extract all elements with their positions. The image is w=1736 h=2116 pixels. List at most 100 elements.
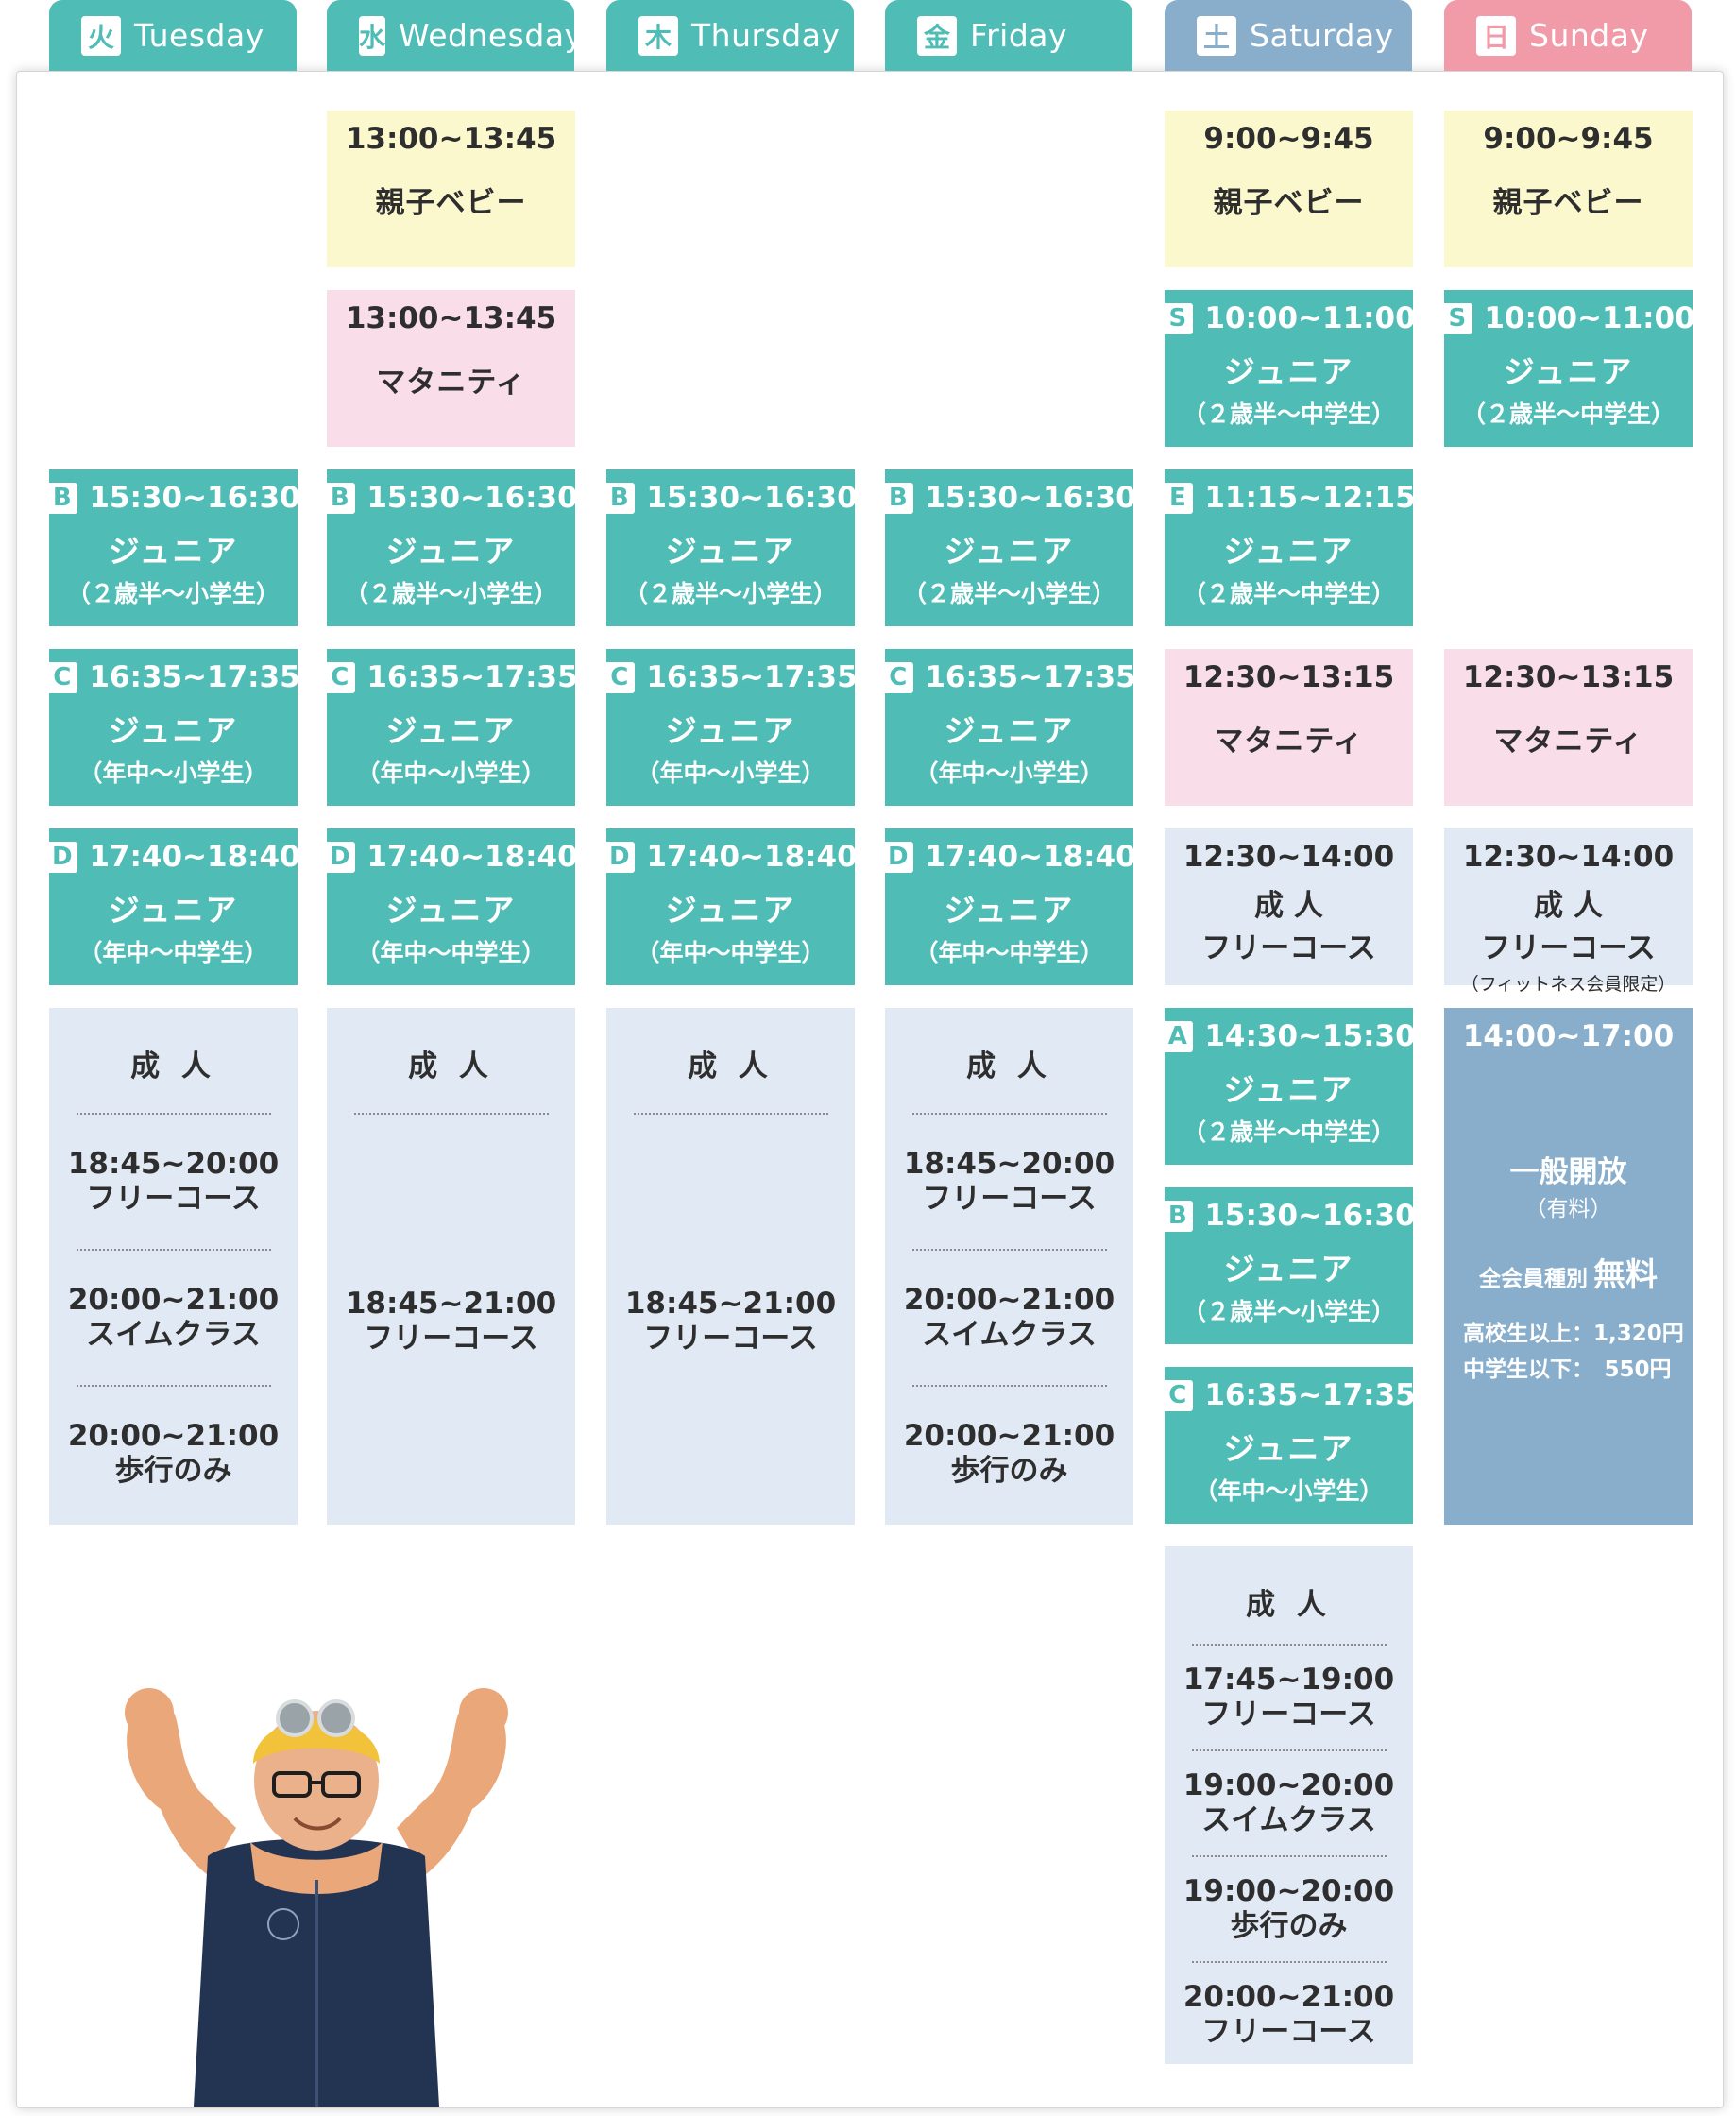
class-time: 12:30~14:00: [1183, 840, 1395, 874]
dotted-divider: [1191, 1644, 1387, 1646]
tab-wednesday: 水 Wednesday: [327, 0, 583, 71]
day-kanji-badge: 金: [917, 15, 957, 56]
class-time: 16:35~17:35: [366, 660, 578, 694]
slot-time: 18:45~20:00: [67, 1147, 280, 1181]
course-letter-badge: E: [1162, 482, 1194, 514]
class-name: ジュニア: [1223, 353, 1354, 390]
class-time: 15:30~16:30: [646, 481, 858, 515]
class-age-range: （年中～小学生）: [1194, 1477, 1384, 1505]
open-swim-title: 一般開放: [1509, 1155, 1627, 1189]
class-age-range: （年中～中学生）: [914, 939, 1104, 966]
course-letter-badge: C: [46, 661, 78, 693]
class-cell-open-swim[interactable]: 14:00~17:00 一般開放 （有料） 全会員種別無料 高校生以上：1,32…: [1444, 1008, 1693, 1525]
slot-name: フリーコース: [1201, 1698, 1376, 1732]
course-letter-badge: C: [604, 661, 636, 693]
class-name: ジュニア: [665, 712, 796, 749]
slot-time: 20:00~21:00: [903, 1283, 1115, 1317]
class-name: ジュニア: [385, 533, 517, 570]
class-time: 10:00~11:00: [1484, 301, 1695, 335]
slot-name: フリーコース: [922, 1182, 1097, 1216]
class-cell-adult-evening[interactable]: 成 人 18:45~21:00 フリーコース: [327, 1008, 575, 1525]
class-name: ジュニア: [108, 533, 239, 570]
slot-name: スイムクラス: [922, 1318, 1097, 1352]
course-letter-badge: C: [324, 661, 356, 693]
adult-heading: 成 人: [408, 1049, 494, 1084]
day-label: Saturday: [1250, 17, 1394, 54]
class-cell-maternity[interactable]: 12:30~13:15 マタニティ: [1444, 649, 1693, 806]
slot-time: 20:00~21:00: [1183, 1980, 1395, 2014]
class-course: フリーコース: [1201, 931, 1376, 965]
class-time: 12:30~13:15: [1462, 660, 1675, 694]
day-label: Thursday: [691, 17, 841, 54]
dotted-divider: [911, 1385, 1107, 1387]
class-cell-baby[interactable]: 9:00~9:45 親子ベビー: [1444, 111, 1693, 267]
dotted-divider: [76, 1113, 271, 1115]
class-name: ジュニア: [385, 892, 517, 929]
day-kanji-badge: 水: [359, 15, 386, 56]
tab-friday: 金 Friday: [885, 0, 1132, 71]
class-time: 17:40~18:40: [366, 840, 578, 874]
slot-name: フリーコース: [86, 1182, 261, 1216]
class-name: ジュニア: [665, 892, 796, 929]
open-swim-members-line: 全会員種別無料: [1479, 1249, 1658, 1295]
class-time: 9:00~9:45: [1203, 122, 1374, 156]
class-age-range: （２歳半～小学生）: [902, 580, 1115, 607]
class-cell-adult-free[interactable]: 12:30~14:00 成 人 フリーコース: [1165, 828, 1413, 985]
class-age-range: （年中～中学生）: [356, 939, 546, 966]
class-age-range: （２歳半～小学生）: [66, 580, 280, 607]
class-time: 16:35~17:35: [1204, 1378, 1416, 1412]
class-name: 親子ベビー: [1213, 186, 1365, 220]
class-time: 15:30~16:30: [925, 481, 1136, 515]
class-cell-baby[interactable]: 13:00~13:45 親子ベビー: [327, 111, 575, 267]
class-cell-adult-evening[interactable]: 成 人 18:45~20:00 フリーコース 20:00~21:00 スイムクラ…: [49, 1008, 298, 1525]
free-label: 無料: [1593, 1256, 1658, 1294]
dotted-divider: [1191, 1855, 1387, 1857]
slot-time: 17:45~19:00: [1183, 1663, 1395, 1697]
class-age-range: （２歳半～小学生）: [623, 580, 837, 607]
class-time: 16:35~17:35: [925, 660, 1136, 694]
class-cell-baby[interactable]: 9:00~9:45 親子ベビー: [1165, 111, 1413, 267]
class-name: マタニティ: [1493, 725, 1643, 759]
slot-name: スイムクラス: [1201, 1803, 1376, 1837]
swimmer-mascot-icon: [125, 1688, 508, 2107]
class-time: 15:30~16:30: [1204, 1199, 1416, 1233]
class-age-range: （年中～中学生）: [636, 939, 825, 966]
class-cell-adult-evening[interactable]: 成 人 17:45~19:00 フリーコース 19:00~20:00 スイムクラ…: [1165, 1546, 1413, 2064]
course-letter-badge: B: [882, 482, 914, 514]
course-letter-badge: D: [604, 841, 636, 873]
class-name: ジュニア: [108, 712, 239, 749]
class-cell-adult-evening[interactable]: 成 人 18:45~20:00 フリーコース 20:00~21:00 スイムクラ…: [885, 1008, 1133, 1525]
class-cell-adult-free[interactable]: 12:30~14:00 成 人 フリーコース （フィットネス会員限定）: [1444, 828, 1693, 995]
course-letter-badge: S: [1441, 302, 1473, 334]
slot-time: 20:00~21:00: [67, 1283, 280, 1317]
class-age-range: （２歳半～小学生）: [344, 580, 557, 607]
day-label: Wednesday: [399, 17, 584, 54]
course-letter-badge: B: [46, 482, 78, 514]
day-label: Sunday: [1529, 17, 1649, 54]
class-cell-maternity[interactable]: 13:00~13:45 マタニティ: [327, 290, 575, 447]
slot-time: 18:45~20:00: [903, 1147, 1115, 1181]
class-time: 12:30~13:15: [1183, 660, 1395, 694]
class-cell-maternity[interactable]: 12:30~13:15 マタニティ: [1165, 649, 1413, 806]
class-age-range: （２歳半～中学生）: [1461, 401, 1675, 428]
class-cell-adult-evening[interactable]: 成 人 18:45~21:00 フリーコース: [606, 1008, 855, 1525]
course-letter-badge: B: [1162, 1200, 1194, 1232]
